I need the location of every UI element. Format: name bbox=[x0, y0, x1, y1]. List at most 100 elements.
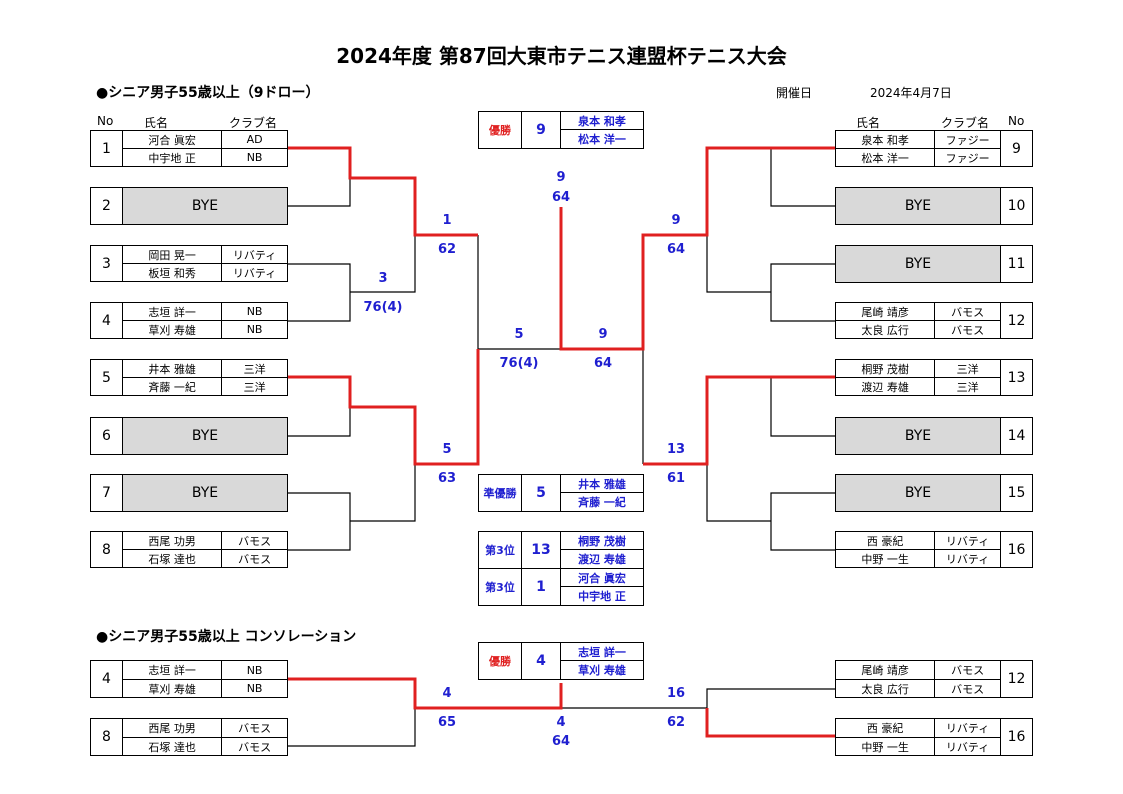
right-header-no: No bbox=[1008, 114, 1025, 128]
club-name: 三洋 bbox=[956, 380, 979, 394]
player-name: 志垣 詳一 bbox=[123, 303, 223, 320]
player-name: 尾崎 靖彦 bbox=[836, 303, 936, 320]
player-name: 西尾 功男 bbox=[123, 719, 223, 737]
club-name: バモス bbox=[238, 534, 272, 548]
player-name: 斉藤 一紀 bbox=[123, 378, 223, 395]
seed-number: 14 bbox=[1000, 417, 1033, 455]
right-header-club: クラブ名 bbox=[941, 116, 990, 130]
player-row: 板垣 和秀リバティ bbox=[122, 263, 288, 282]
player-name: 中野 一生 bbox=[836, 550, 936, 567]
player-row: 石塚 達也バモス bbox=[122, 549, 288, 568]
runner-up-seed: 5 bbox=[521, 474, 561, 512]
player-name: 板垣 和秀 bbox=[123, 264, 223, 281]
bye-slot: BYE bbox=[122, 474, 288, 512]
club-name: NB bbox=[246, 663, 263, 677]
match-winner: 3 bbox=[378, 271, 388, 286]
left-header-name: 氏名 bbox=[144, 116, 169, 130]
club-name: リバティ bbox=[945, 534, 990, 548]
match-score: 63 bbox=[437, 471, 457, 486]
match-score: 61 bbox=[666, 471, 686, 486]
bye-slot: BYE bbox=[835, 474, 1001, 512]
match-score: 76(4) bbox=[363, 300, 403, 315]
page-title: 2024年度 第87回大東市テニス連盟杯テニス大会 bbox=[336, 44, 787, 68]
club-name: バモス bbox=[238, 740, 272, 754]
cons-match-winner: 16 bbox=[666, 686, 686, 701]
club-name: NB bbox=[246, 323, 263, 336]
player-name: 河合 眞宏 bbox=[123, 131, 223, 148]
third-place-label: 第3位 bbox=[478, 568, 522, 606]
player-row: 西尾 功男 バモス bbox=[122, 718, 288, 738]
third-place-player-2: 中宇地 正 bbox=[560, 586, 644, 606]
left-header-club: クラブ名 bbox=[229, 116, 278, 130]
player-name: 石塚 達也 bbox=[123, 550, 223, 567]
match-winner: 9 bbox=[598, 327, 608, 342]
seed-number: 8 bbox=[90, 531, 123, 568]
player-name: 尾崎 靖彦 bbox=[836, 661, 936, 679]
player-row: 西尾 功男 バモス bbox=[122, 531, 288, 550]
player-row: 西 豪紀リバティ bbox=[835, 718, 1001, 738]
seed-number: 12 bbox=[1000, 302, 1033, 339]
player-row: 志垣 詳一 NB bbox=[122, 660, 288, 680]
player-row: 斉藤 一紀 三洋 bbox=[122, 377, 288, 396]
player-name: 中野 一生 bbox=[836, 738, 936, 755]
club-name: AD bbox=[246, 133, 263, 146]
left-header-no: No bbox=[97, 114, 114, 128]
seed-number: 5 bbox=[90, 359, 123, 396]
club-name: リバティ bbox=[232, 248, 277, 262]
seed-number: 2 bbox=[90, 187, 123, 225]
club-name: リバティ bbox=[945, 740, 990, 754]
match-winner: 5 bbox=[514, 327, 524, 342]
champion-player-2: 松本 洋一 bbox=[560, 129, 644, 149]
seed-number: 3 bbox=[90, 245, 123, 282]
club-name: NB bbox=[246, 682, 263, 695]
seed-number: 8 bbox=[90, 718, 123, 756]
seed-number: 12 bbox=[1000, 660, 1033, 698]
club-name: NB bbox=[246, 305, 263, 318]
date-value: 2024年4月7日 bbox=[870, 86, 952, 100]
date-label: 開催日 bbox=[776, 86, 813, 100]
club-name: バモス bbox=[238, 722, 272, 735]
cons-champion-seed: 4 bbox=[521, 642, 561, 680]
player-row: 松本 洋一ファジー bbox=[835, 148, 1001, 167]
match-score: 62 bbox=[437, 242, 457, 257]
bye-slot: BYE bbox=[835, 187, 1001, 225]
runner-up-player-1: 井本 雅雄 bbox=[560, 474, 644, 493]
third-place-label: 第3位 bbox=[478, 531, 522, 569]
club-name: ファジー bbox=[945, 151, 990, 165]
player-name: 西 豪紀 bbox=[836, 532, 936, 549]
player-name: 西尾 功男 bbox=[123, 532, 223, 549]
match-winner: 13 bbox=[666, 442, 686, 457]
right-header-name: 氏名 bbox=[856, 116, 881, 130]
club-name: バモス bbox=[951, 323, 985, 337]
match-score: 76(4) bbox=[499, 356, 539, 371]
seed-number: 15 bbox=[1000, 474, 1033, 512]
player-row: 中野 一生リバティ bbox=[835, 737, 1001, 756]
player-row: 泉本 和孝ファジー bbox=[835, 130, 1001, 149]
final-winner: 9 bbox=[556, 170, 566, 185]
player-name: 西 豪紀 bbox=[836, 719, 936, 737]
player-name: 草刈 寿雄 bbox=[123, 321, 223, 338]
player-name: 井本 雅雄 bbox=[123, 360, 223, 377]
player-row: 河合 眞宏 AD bbox=[122, 130, 288, 149]
club-name: 三洋 bbox=[243, 380, 266, 394]
player-row: 中野 一生リバティ bbox=[835, 549, 1001, 568]
player-name: 中宇地 正 bbox=[123, 149, 223, 166]
player-row: 太良 広行バモス bbox=[835, 679, 1001, 698]
cons-match-score: 65 bbox=[437, 715, 457, 730]
player-name: 志垣 詳一 bbox=[123, 661, 223, 679]
champion-seed: 9 bbox=[521, 111, 561, 149]
cons-champion-player-1: 志垣 詳一 bbox=[560, 642, 644, 661]
seed-number: 7 bbox=[90, 474, 123, 512]
cons-match-score: 62 bbox=[666, 715, 686, 730]
third-place-player-1: 河合 眞宏 bbox=[560, 568, 644, 587]
club-name: バモス bbox=[951, 664, 985, 677]
champion-player-1: 泉本 和孝 bbox=[560, 111, 644, 130]
third-place-player-2: 渡辺 寿雄 bbox=[560, 549, 644, 569]
player-row: 尾崎 靖彦 バモス bbox=[835, 660, 1001, 680]
third-place-seed: 1 bbox=[521, 568, 561, 606]
seed-number: 9 bbox=[1000, 130, 1033, 167]
bye-slot: BYE bbox=[122, 417, 288, 455]
player-name: 太良 広行 bbox=[836, 321, 936, 338]
